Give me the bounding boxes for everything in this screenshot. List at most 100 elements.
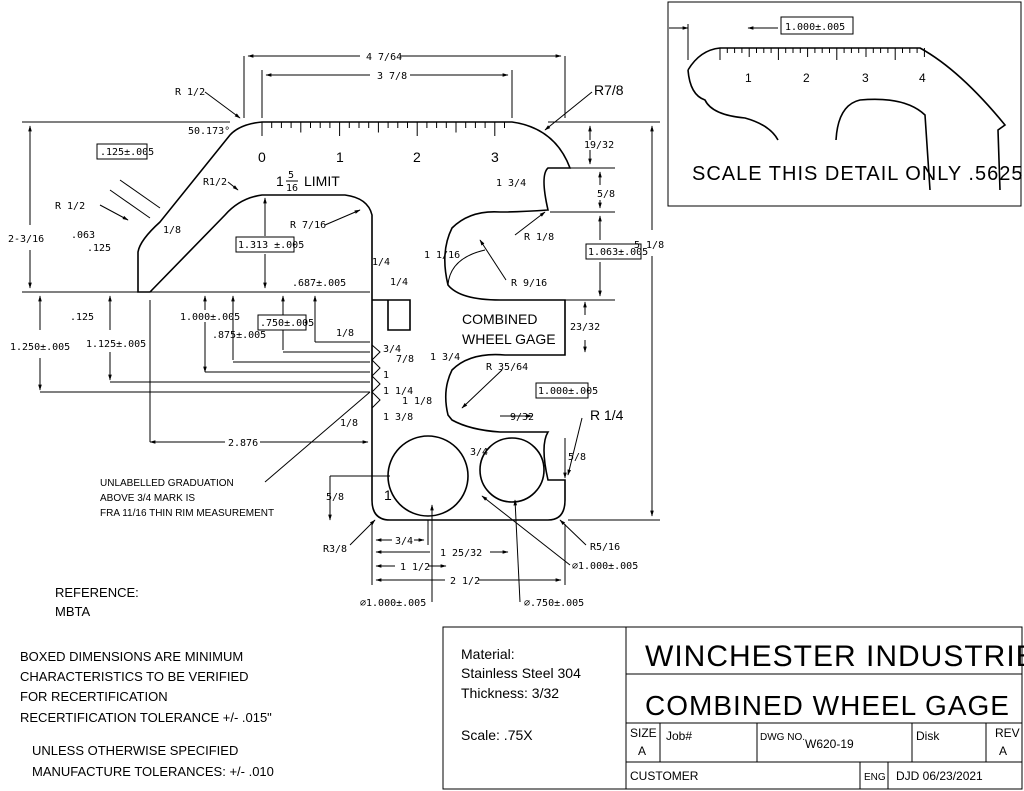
boxed-note-1: BOXED DIMENSIONS ARE MINIMUM [20, 649, 243, 664]
hole-1000 [387, 435, 469, 517]
grad-1-3-8: 1 3/8 [383, 412, 413, 423]
dim-dia-1000-b: ⌀1.000±.005 [360, 598, 426, 609]
box-1063 [585, 243, 642, 260]
dim-1-250: 1.250±.005 [10, 342, 70, 353]
note-unlabelled-3: FRA 11/16 THIN RIM MEASUREMENT [100, 508, 274, 519]
dim-1-4-b: 1/4 [390, 277, 408, 288]
job-label: Job# [666, 729, 692, 743]
detail-dim: 1.000±.005 [785, 22, 845, 33]
boxed-note-4: RECERTIFICATION TOLERANCE +/- .015" [20, 710, 272, 725]
note-unlabelled-1: UNLABELLED GRADUATION [100, 478, 234, 489]
dim-1-1-16: 1 1/16 [424, 250, 460, 261]
dim-687: .687±.005 [292, 278, 346, 289]
detail-dim-box [780, 16, 854, 35]
dim-875: .875±.005 [212, 330, 266, 341]
dim-23-32: 23/32 [570, 322, 600, 333]
combined-line-1: COMBINED [462, 311, 537, 327]
dim-19-32: 19/32 [584, 140, 614, 151]
box-125 [96, 143, 148, 160]
reference-label: REFERENCE: [55, 585, 139, 600]
dim-1-8-low: 1/8 [340, 418, 358, 429]
dim-3-4: 3/4 [395, 536, 413, 547]
scale-tick-3: 3 [491, 149, 499, 165]
dim-5-8-top: 5/8 [597, 189, 615, 200]
hole-750 [479, 437, 545, 503]
scale-tick-1: 1 [336, 149, 344, 165]
dim-2-876: 2.876 [228, 438, 258, 449]
eng-label: ENG [864, 772, 886, 783]
dim-1-000-right: 1.000±.005 [538, 386, 598, 397]
dim-r-1-2-notch: R 1/2 [55, 201, 85, 212]
dim-dia-750: ⌀.750±.005 [524, 598, 584, 609]
dim-r-1-2-left: R1/2 [203, 177, 227, 188]
company-name: WINCHESTER INDUSTRIES INC. [645, 640, 1024, 673]
box-1313 [235, 236, 295, 253]
dim-1-4-a: 1/4 [372, 257, 390, 268]
detail-tick-4: 4 [919, 71, 926, 85]
detail-tick-2: 2 [803, 71, 810, 85]
dim-4-7-64: 4 7/64 [366, 52, 402, 63]
reference-value: MBTA [55, 604, 90, 619]
limit-prefix: 1 [276, 173, 284, 189]
detail-scale-ticks [719, 48, 925, 60]
dim-r-1-8: R 1/8 [524, 232, 554, 243]
rev-label: REV [995, 726, 1020, 740]
grad-1-1-4: 1 1/4 [383, 386, 413, 397]
dim-1-063: 1.063±.005 [588, 247, 648, 258]
detail-outline-right [835, 98, 931, 191]
dim-9-32: 9/32 [510, 412, 534, 423]
dim-r-7-8: R7/8 [594, 82, 624, 98]
dim-angle: 50.173° [188, 126, 230, 137]
scale-tick-0: 0 [258, 149, 266, 165]
limit-den: 16 [286, 183, 298, 194]
note-unlabelled-2: ABOVE 3/4 MARK IS [100, 493, 195, 504]
dwg-label: DWG NO. [760, 732, 805, 743]
box-1000 [535, 382, 589, 399]
dim-1-1-2: 1 1/2 [400, 562, 430, 573]
dim-1-000-left: 1.000±.005 [180, 312, 240, 323]
detail-tick-3: 3 [862, 71, 869, 85]
grad-7-8: 7/8 [396, 354, 414, 365]
dim-1-25-32: 1 25/32 [440, 548, 482, 559]
customer-label: CUSTOMER [630, 769, 699, 783]
boxed-note-3: FOR RECERTIFICATION [20, 689, 168, 704]
eng-value: DJD 06/23/2021 [896, 769, 983, 783]
part-title: COMBINED WHEEL GAGE [645, 690, 1010, 721]
dim-5-8-left: 5/8 [326, 492, 344, 503]
size-label: SIZE [630, 726, 657, 740]
dim-750: .750±.005 [260, 318, 314, 329]
detail-frame [667, 1, 1022, 207]
dim-125-notch: .125 [87, 243, 111, 254]
tolerance-note-2: MANUFACTURE TOLERANCES: +/- .010 [32, 764, 274, 779]
side-3-4: 3/4 [470, 447, 488, 458]
disk-label: Disk [916, 729, 940, 743]
main-scale-ticks [261, 122, 505, 136]
dim-125-left: .125 [70, 312, 94, 323]
scale-tick-2: 2 [413, 149, 421, 165]
detail-tick-1: 1 [745, 71, 752, 85]
rev-value: A [999, 744, 1007, 758]
dim-1-3-4-top: 1 3/4 [496, 178, 526, 189]
dim-r-1-4: R 1/4 [590, 407, 624, 423]
thickness: Thickness: 3/32 [461, 685, 559, 701]
dim-063: .063 [71, 230, 95, 241]
dim-r-1-2-top: R 1/2 [175, 87, 205, 98]
dim-5-8-right: 5/8 [568, 452, 586, 463]
dwg-value: W620-19 [805, 737, 854, 751]
boxed-note-2: CHARACTERISTICS TO BE VERIFIED [20, 669, 249, 684]
detail-view: 1.000±.005 1 2 3 4 SCALE THIS DETAIL ONL… [667, 1, 1024, 207]
leader-lines [99, 91, 593, 603]
dim-1-313: 1.313 ±.005 [238, 240, 304, 251]
dim-5-1-8: 5 1/8 [634, 240, 664, 251]
detail-outline-top [687, 47, 1007, 191]
dim-r-7-16: R 7/16 [290, 220, 326, 231]
dimension-lines [22, 54, 660, 585]
big-1: 1 [384, 487, 392, 503]
dim-r-9-16: R 9/16 [511, 278, 547, 289]
dim-2-1-2: 2 1/2 [450, 576, 480, 587]
combined-line-2: WHEEL GAGE [462, 331, 556, 347]
material-value: Stainless Steel 304 [461, 665, 581, 681]
dim-1-8-mid: 1/8 [336, 328, 354, 339]
graduation-zigzag [371, 344, 381, 409]
